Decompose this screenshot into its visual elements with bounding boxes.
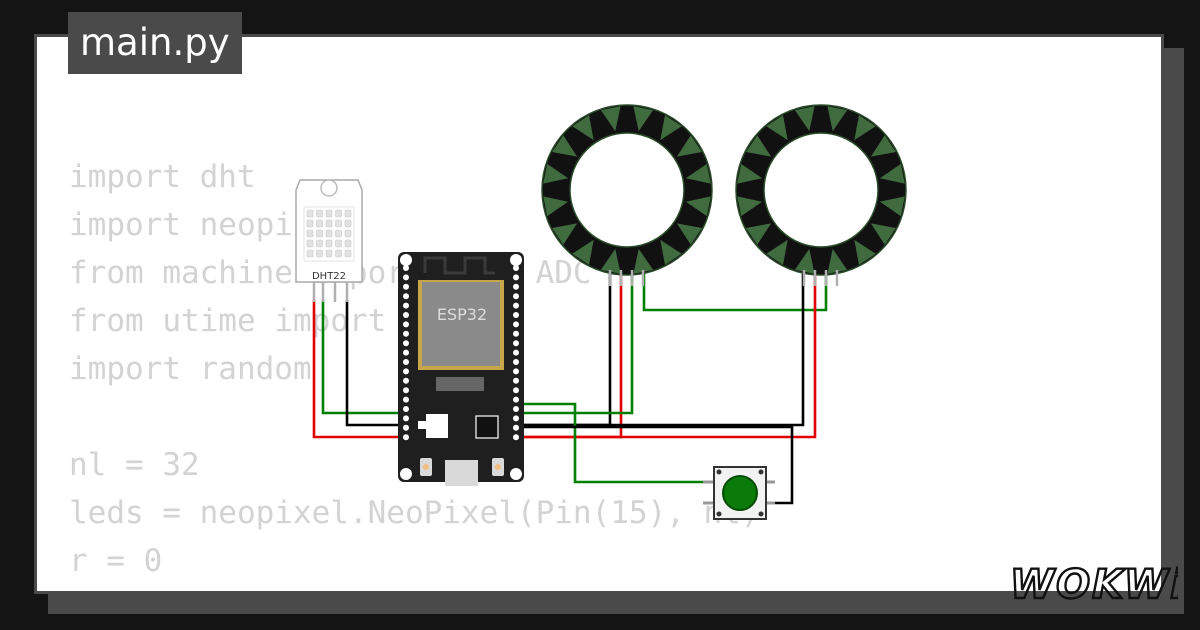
esp32-label: ESP32 [437,305,487,324]
wire-dht-black [345,300,404,427]
wire-ring2-red [520,272,817,439]
push-button[interactable] [703,466,775,520]
dht22-sensor[interactable]: DHT22 [295,179,363,302]
dht22-label: DHT22 [312,271,346,282]
wires [312,272,828,505]
wire-ring2-green [642,272,828,312]
esp32-pins [403,265,519,441]
code-line: import dht [69,159,256,195]
wire-ring2-black [520,272,805,427]
wokwi-logo-text: WOKWi [1010,562,1178,608]
neopixel-ring-1[interactable] [541,104,713,286]
neopixel-ring-2[interactable] [735,104,907,286]
wire-ring1-black [520,272,612,427]
code-line: nl = 32 [69,447,200,483]
wire-ring1-green [520,272,634,415]
code-line: r = 0 [69,543,163,579]
code-line: import random [69,351,312,387]
wire-button-green [520,402,716,484]
wire-button-black [520,425,794,505]
wire-dht-red [312,300,404,439]
wire-dht-green [321,300,404,415]
esp32-board[interactable]: ESP32 [398,252,524,486]
dht22-grille [306,209,352,258]
file-tab[interactable]: main.py [68,12,242,74]
wokwi-logo: WOKWi [1009,561,1178,608]
